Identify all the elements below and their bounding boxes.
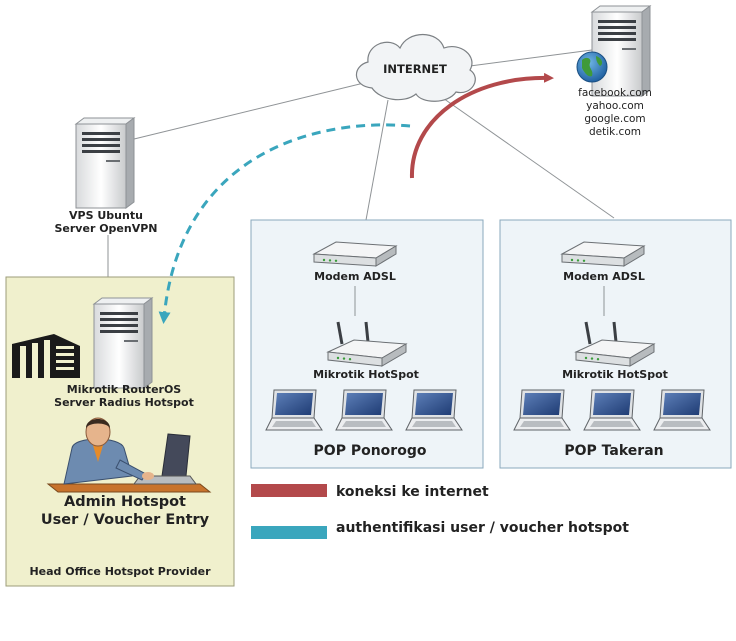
admin-label-line1: Admin Hotspot bbox=[64, 494, 186, 510]
website-list: facebook.com yahoo.com google.com detik.… bbox=[578, 87, 652, 138]
website-label: facebook.com bbox=[578, 87, 652, 99]
pop-title: POP Ponorogo bbox=[314, 443, 427, 459]
modem-label: Modem ADSL bbox=[314, 270, 396, 283]
vps-label-line1: VPS Ubuntu bbox=[69, 209, 143, 222]
admin-label-line2: User / Voucher Entry bbox=[41, 512, 210, 528]
head-office-caption: Head Office Hotspot Provider bbox=[29, 565, 211, 578]
building-icon bbox=[12, 334, 80, 378]
vps-label-line2: Server OpenVPN bbox=[55, 222, 158, 235]
cloud-icon bbox=[355, 34, 476, 102]
website-label: google.com bbox=[584, 113, 645, 125]
legend-swatch-internet bbox=[251, 484, 327, 497]
laptop-icon bbox=[583, 389, 641, 431]
globe-icon bbox=[576, 51, 608, 83]
hotspot-label: Mikrotik HotSpot bbox=[313, 368, 419, 381]
network-links bbox=[107, 49, 615, 300]
link-internet-pop-ponorogo bbox=[365, 99, 389, 221]
laptop-icon bbox=[513, 389, 571, 431]
legend-swatch-authentication bbox=[251, 526, 327, 539]
laptop-icon bbox=[265, 389, 323, 431]
link-internet-pop-takeran bbox=[439, 95, 615, 219]
internet-connection-arrow bbox=[409, 72, 554, 179]
pop-takeran: Modem ADSL Mikrotik HotSpot POP Takeran bbox=[513, 241, 711, 459]
hotspot-label: Mikrotik HotSpot bbox=[562, 368, 668, 381]
laptop-icon bbox=[405, 389, 463, 431]
routeros-server-icon bbox=[93, 297, 153, 389]
legend-label-internet: koneksi ke internet bbox=[336, 484, 489, 500]
modem-label: Modem ADSL bbox=[563, 270, 645, 283]
link-internet-webservers bbox=[469, 49, 593, 67]
routeros-label-line2: Server Radius Hotspot bbox=[54, 396, 194, 409]
routeros-label-line1: Mikrotik RouterOS bbox=[67, 383, 182, 396]
internet-label: INTERNET bbox=[383, 62, 447, 76]
pop-title: POP Takeran bbox=[564, 443, 663, 459]
website-label: yahoo.com bbox=[586, 100, 644, 112]
admin-person-icon bbox=[46, 417, 212, 493]
legend-label-authentication: authentifikasi user / voucher hotspot bbox=[336, 520, 629, 536]
laptop-icon bbox=[335, 389, 393, 431]
website-label: detik.com bbox=[589, 126, 641, 138]
pop-ponorogo: Modem ADSL Mikrotik HotSpot POP Ponorogo bbox=[265, 241, 463, 459]
authentication-arrow bbox=[158, 123, 411, 324]
web-server-icon bbox=[591, 5, 651, 97]
laptop-icon bbox=[653, 389, 711, 431]
vps-server-icon bbox=[75, 117, 135, 209]
link-vps-internet bbox=[129, 81, 369, 141]
legend: koneksi ke internet authentifikasi user … bbox=[251, 484, 629, 539]
